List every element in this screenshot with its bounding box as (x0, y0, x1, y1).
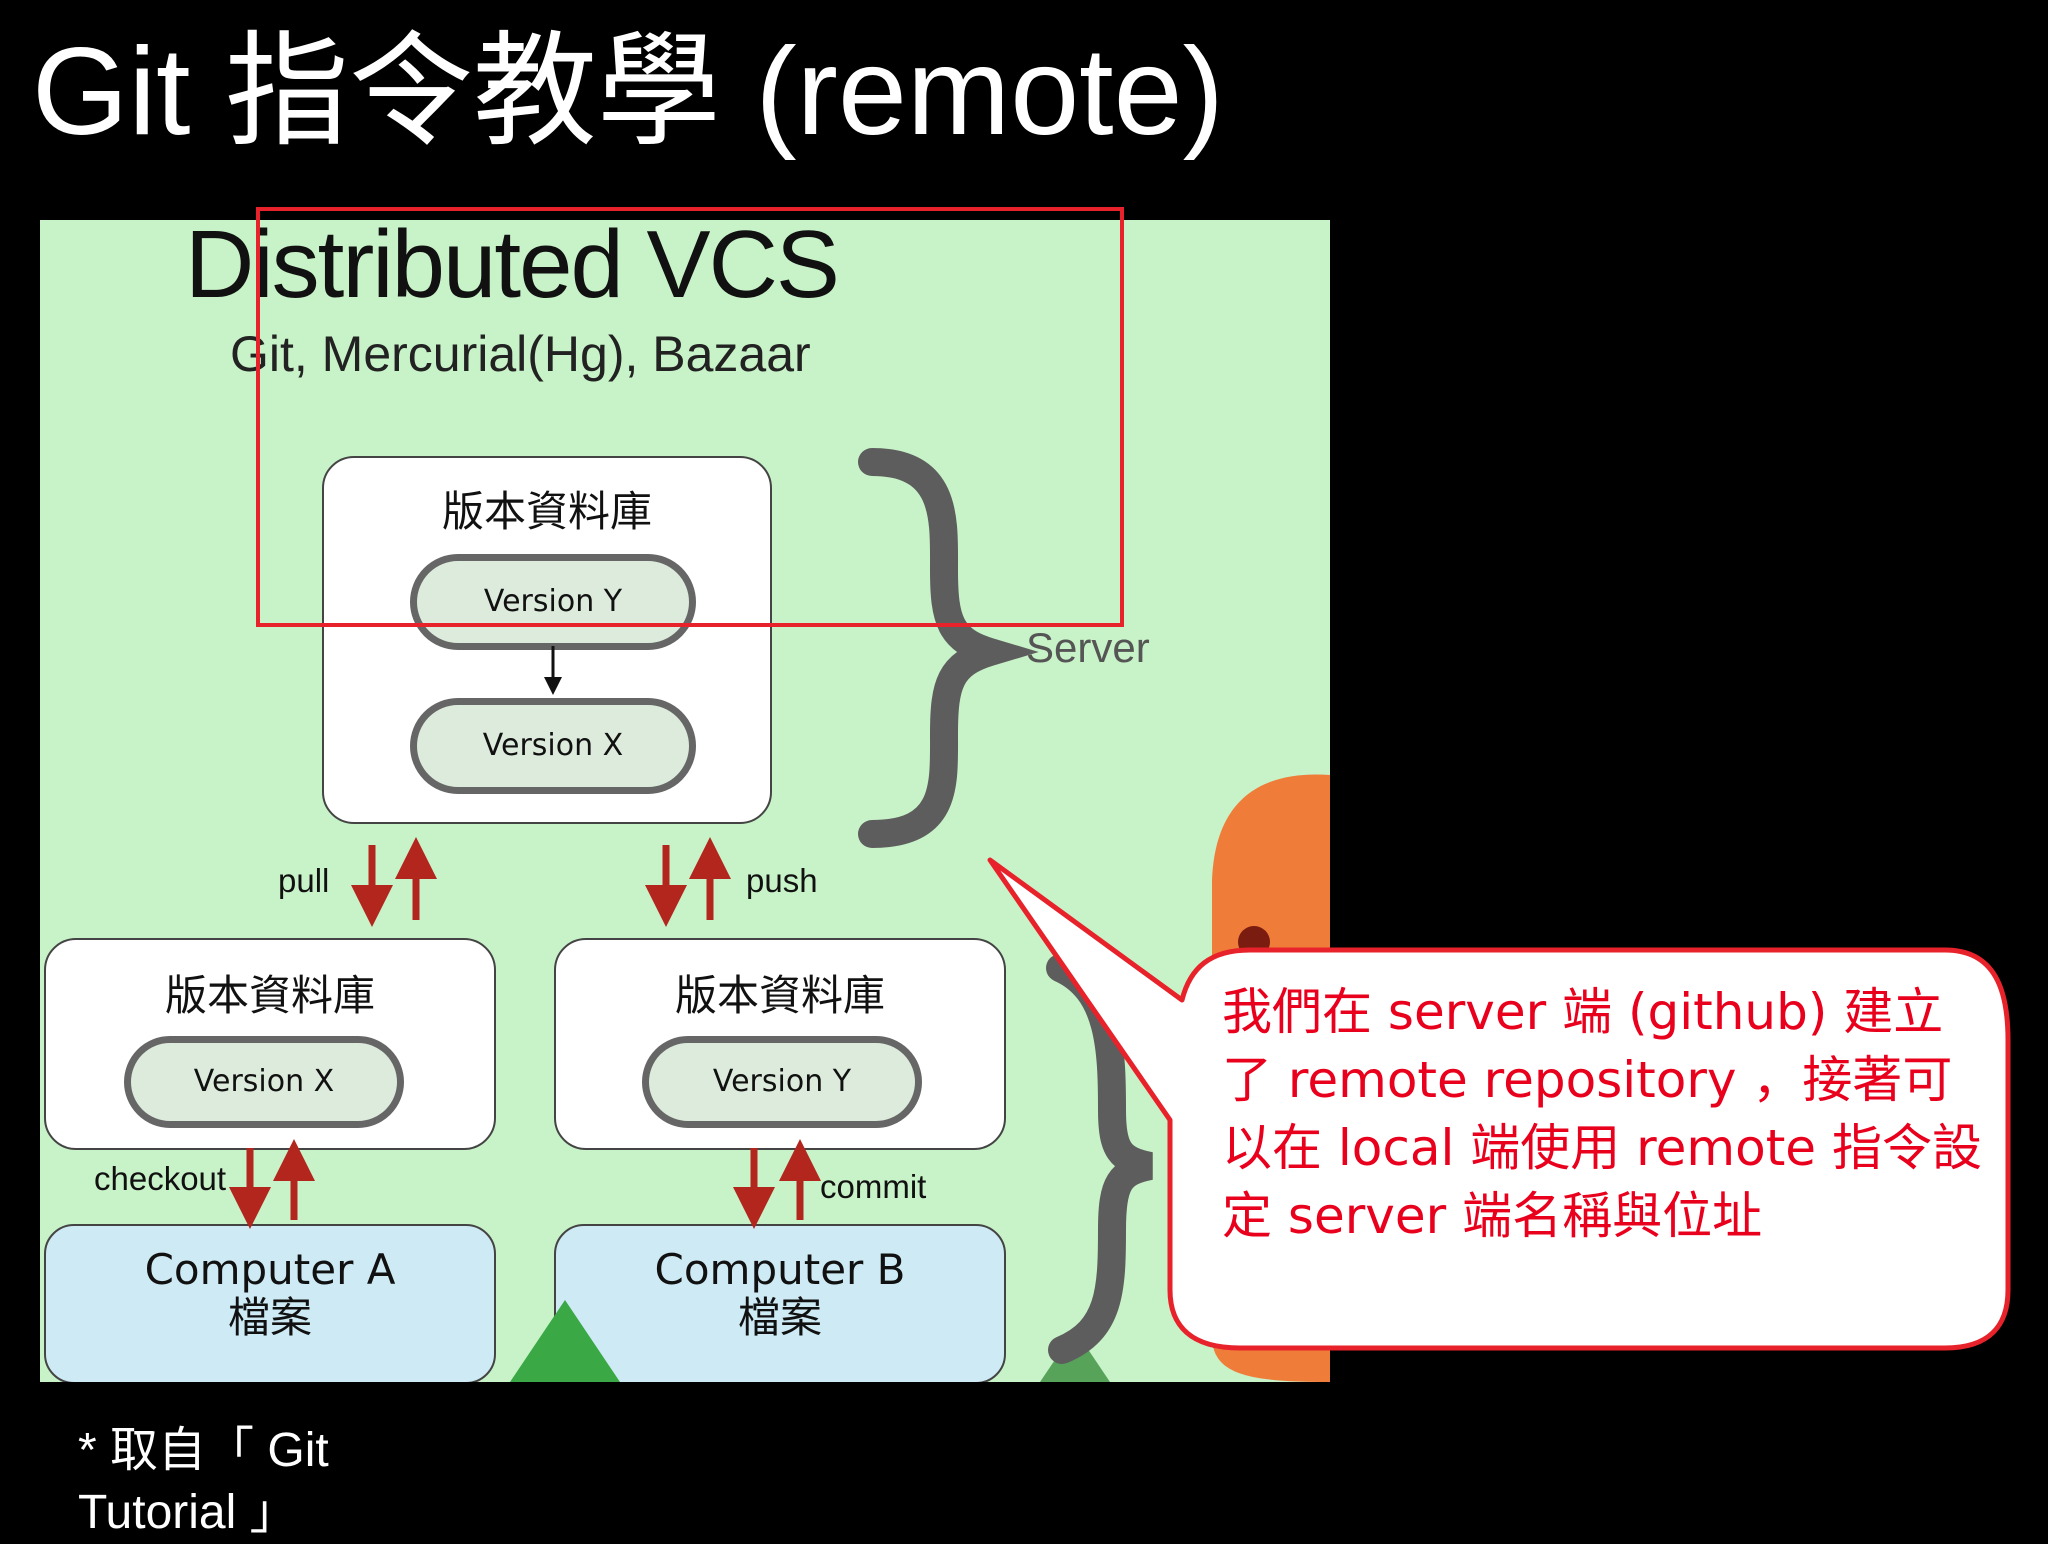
pull-label: pull (278, 862, 330, 899)
push-label: push (746, 862, 818, 899)
checkout-label: checkout (94, 1160, 227, 1197)
source-note: * 取自「 Git Tutorial 」 (78, 1424, 329, 1539)
server-repo-title: 版本資料庫 (441, 487, 652, 536)
background-trees (510, 1300, 1110, 1382)
pull-arrows (351, 837, 437, 927)
computer-b-name: Computer B (654, 1245, 906, 1294)
commit-arrows (733, 1139, 821, 1229)
repo-a-title: 版本資料庫 (164, 971, 375, 1020)
server-brace (858, 448, 1039, 848)
computer-a-name: Computer A (144, 1245, 396, 1294)
slide-title: Git 指令教學 (remote) (32, 23, 1224, 161)
callout-bubble (987, 857, 2011, 1351)
push-arrows (645, 837, 731, 927)
local-repository-a: 版本資料庫 Version X (44, 938, 496, 1150)
checkout-arrows (229, 1139, 315, 1229)
server-version-x: Version X (410, 698, 696, 794)
server-repository: 版本資料庫 Version Y Version X (322, 456, 772, 824)
server-label: Server (1026, 624, 1150, 671)
computer-a-files: 檔案 (227, 1293, 312, 1342)
callout-text: 我們在 server 端 (github) 建立了 remote reposit… (1222, 983, 1982, 1245)
local-repository-b: 版本資料庫 Version Y (554, 938, 1006, 1150)
server-highlight-frame (256, 207, 1124, 627)
local-brace (1046, 954, 1154, 1364)
commit-label: commit (820, 1168, 927, 1205)
diagram-figure: Distributed VCS Git, Mercurial(Hg), Baza… (40, 220, 1330, 1382)
computer-b: Computer B 檔案 (554, 1224, 1006, 1382)
repo-b-version-y: Version Y (642, 1036, 922, 1128)
diagram-title: Distributed VCS (185, 220, 840, 318)
repo-b-title: 版本資料庫 (674, 971, 885, 1020)
computer-b-files: 檔案 (737, 1293, 822, 1342)
repo-a-version-x: Version X (124, 1036, 404, 1128)
diagram-subtitle: Git, Mercurial(Hg), Bazaar (230, 326, 811, 382)
computer-a: Computer A 檔案 (44, 1224, 496, 1382)
